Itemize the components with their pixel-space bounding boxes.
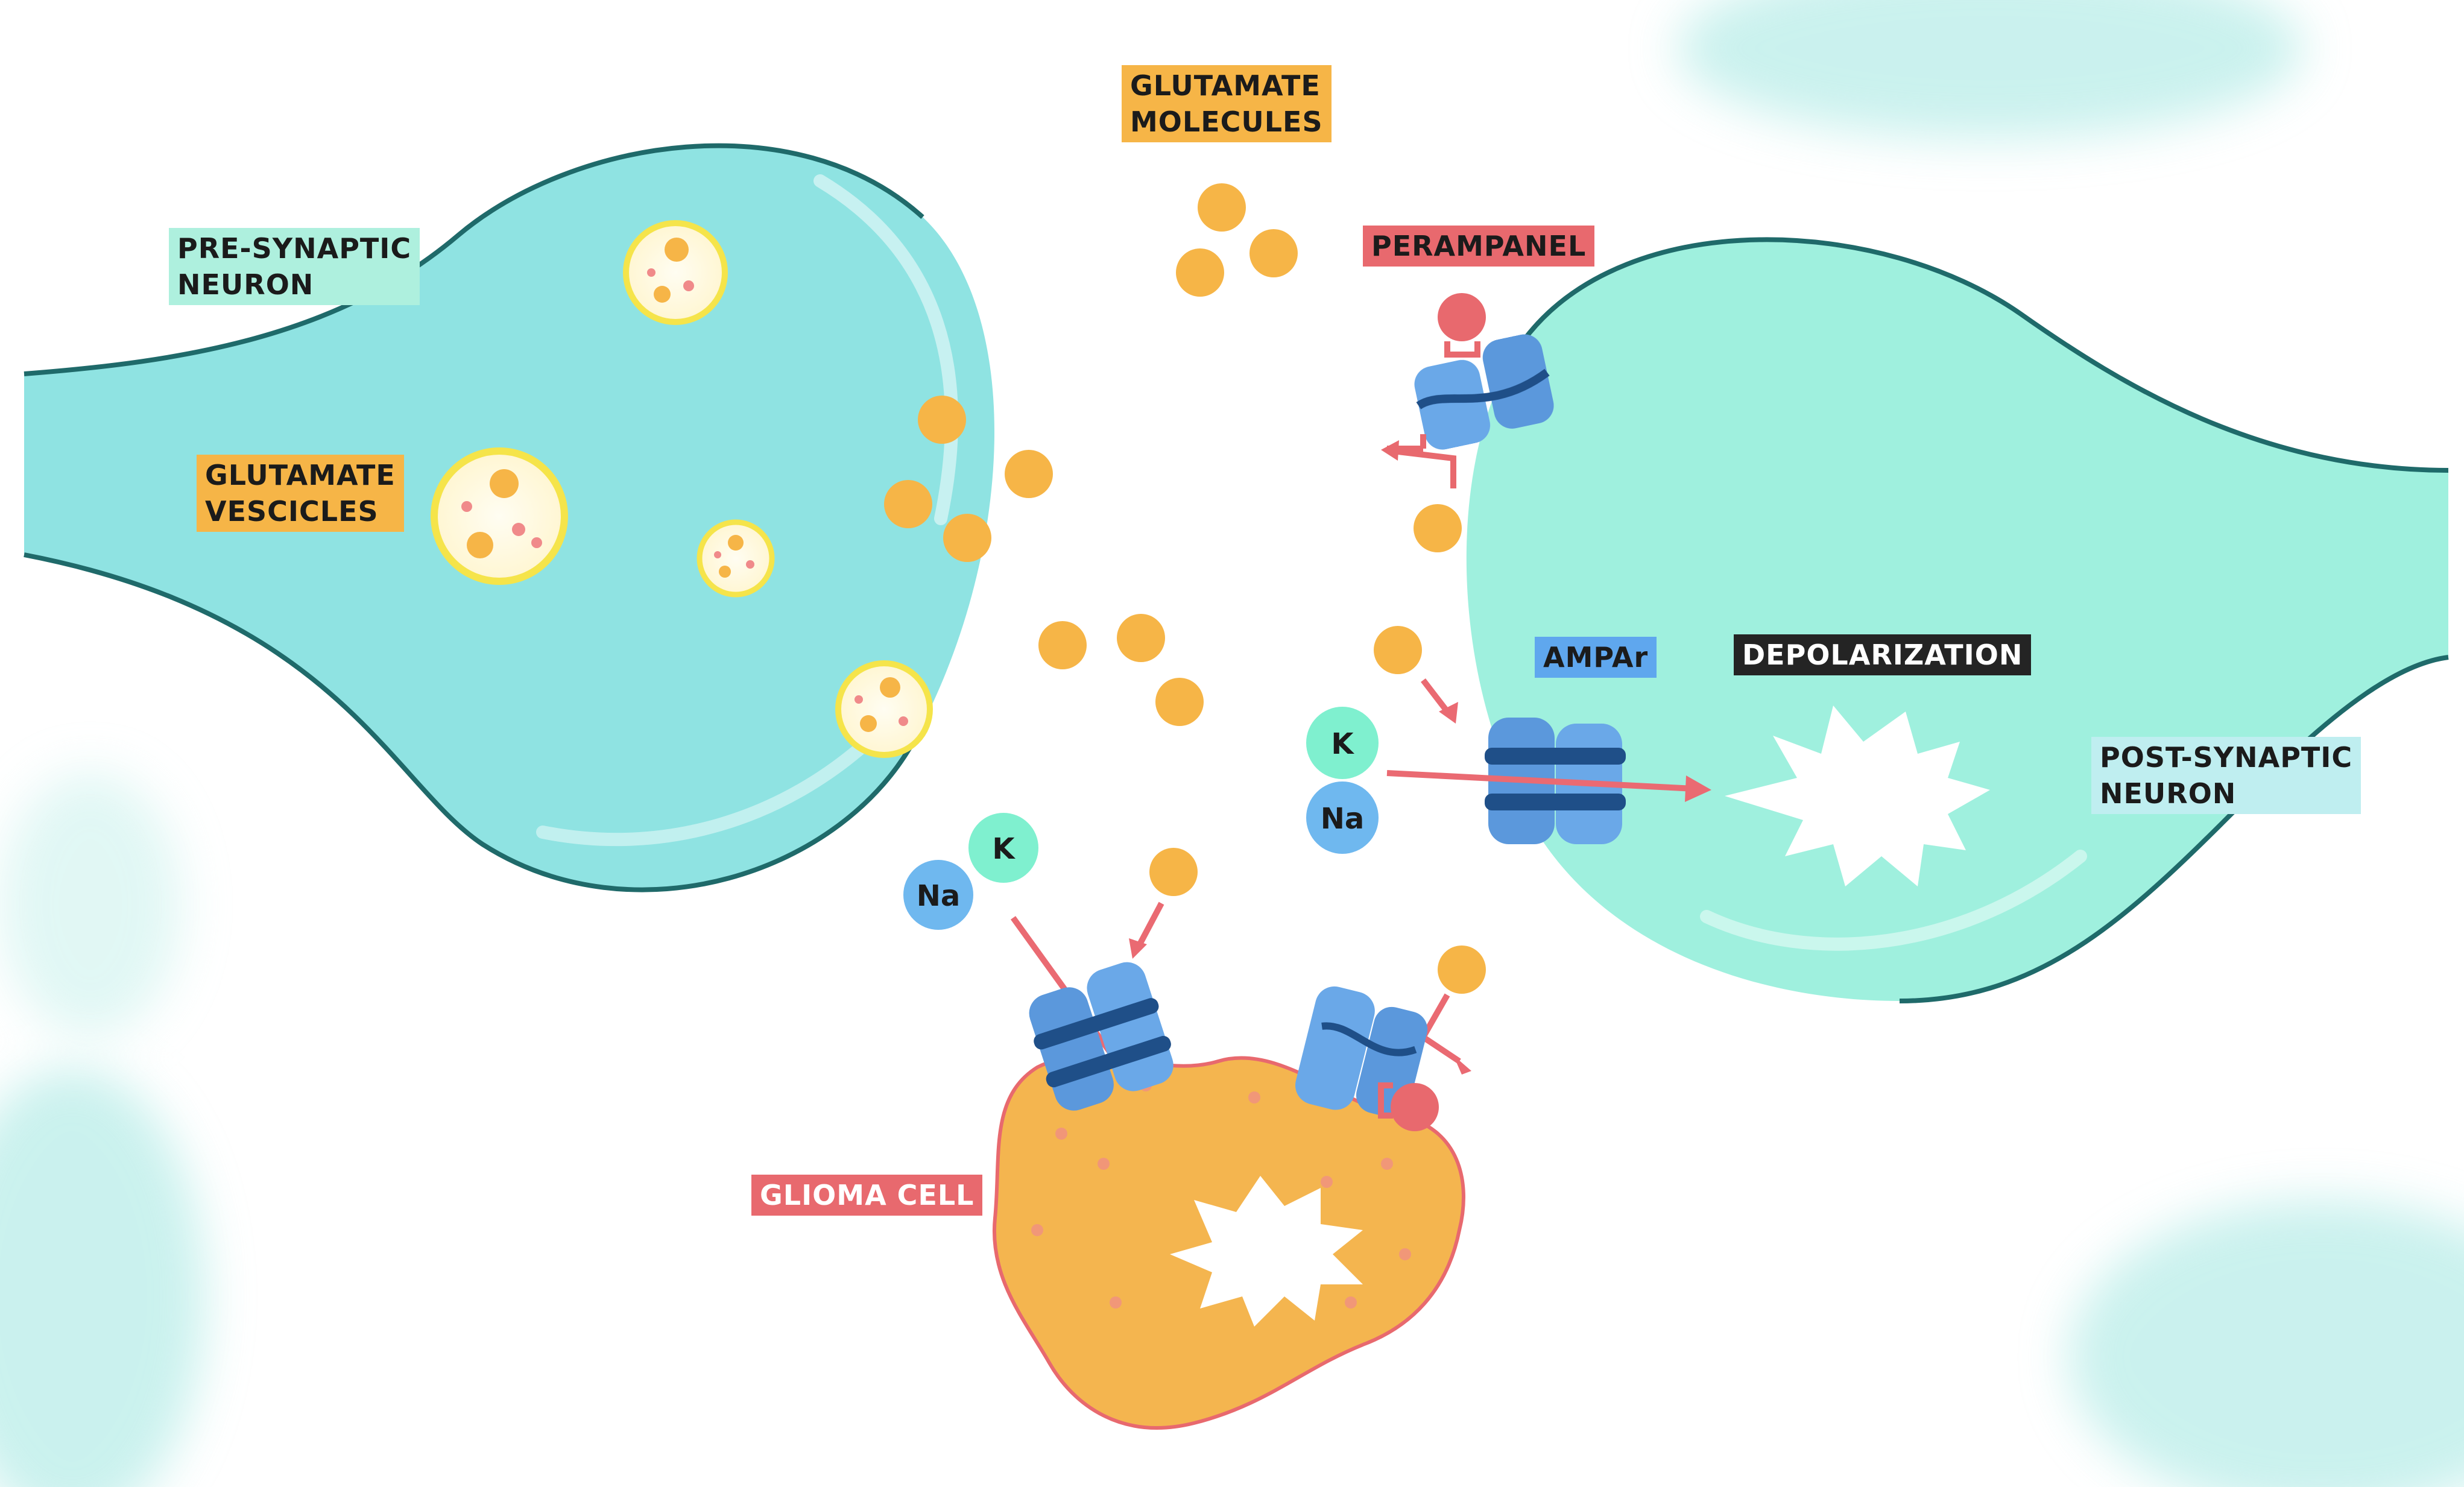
sodium-ion-label: Na: [917, 879, 961, 913]
vesicle: [835, 660, 933, 758]
glutamate-molecules: [884, 183, 1486, 994]
glutamate-molecule: [1438, 946, 1486, 994]
glutamate-molecule: [1155, 678, 1204, 726]
perampanel-blocked-receptor: [1381, 293, 1554, 488]
ions-post: K Na: [1306, 707, 1379, 854]
glutamate-molecule: [1198, 183, 1246, 232]
potassium-ion-label: K: [1331, 727, 1354, 761]
potassium-ion-label: K: [992, 832, 1016, 866]
glutamate-molecule: [1117, 614, 1165, 662]
glutamate-vescicles-label: GLUTAMATE VESCICLES: [197, 455, 404, 532]
glutamate-molecule: [1038, 621, 1087, 669]
sodium-ion: [1306, 781, 1379, 854]
depolarization-label: DEPOLARIZATION: [1734, 634, 2032, 675]
depolarization-burst: [1725, 706, 1990, 886]
glutamate-molecule: [1005, 450, 1053, 498]
vesicle: [623, 220, 728, 325]
perampanel-molecule: [1438, 293, 1486, 341]
glutamate-arrow: [1421, 678, 1450, 714]
blocked-arrow: [1419, 993, 1461, 1064]
glutamate-molecule: [943, 514, 991, 562]
glutamate-molecule: [1414, 504, 1462, 552]
ions-glioma: K Na: [903, 813, 1038, 930]
glutamate-arrow: [1137, 901, 1164, 946]
glioma-depolarization-burst: [1170, 1176, 1363, 1327]
glutamate-molecule: [918, 396, 966, 444]
glutamate-molecule: [1176, 248, 1224, 297]
glioma-cell-label: GLIOMA CELL: [751, 1175, 983, 1216]
potassium-ion: [1306, 707, 1379, 779]
perampanel-molecule: [1391, 1083, 1439, 1131]
vesicle: [697, 519, 775, 598]
glutamate-molecule: [1149, 848, 1198, 896]
post-synaptic-neuron-label: POST-SYNAPTIC NEURON: [2091, 737, 2361, 814]
glutamate-molecule: [1249, 229, 1298, 277]
glutamate-molecules-label: GLUTAMATE MOLECULES: [1122, 65, 1332, 142]
ampar-label: AMPAr: [1535, 637, 1657, 678]
glioma-ampar-receptor: [1029, 962, 1174, 1111]
post-synaptic-neuron: [1466, 237, 2449, 1003]
glutamate-vesicles: [431, 220, 933, 758]
sodium-ion: [903, 860, 973, 930]
potassium-ion: [968, 813, 1038, 883]
glutamate-molecule: [1374, 626, 1422, 674]
glutamate-molecule: [884, 480, 932, 528]
glioma-cell: [992, 1054, 1465, 1430]
arrowheads: [1129, 702, 1711, 1183]
glioma-blocked-receptor: [1295, 986, 1439, 1131]
perampanel-label: PERAMPANEL: [1363, 226, 1595, 267]
ion-flow-arrow: [1386, 770, 1695, 792]
vesicle: [431, 447, 568, 585]
sodium-ion-label: Na: [1321, 802, 1365, 836]
pre-synaptic-neuron-label: PRE-SYNAPTIC NEURON: [169, 228, 420, 305]
